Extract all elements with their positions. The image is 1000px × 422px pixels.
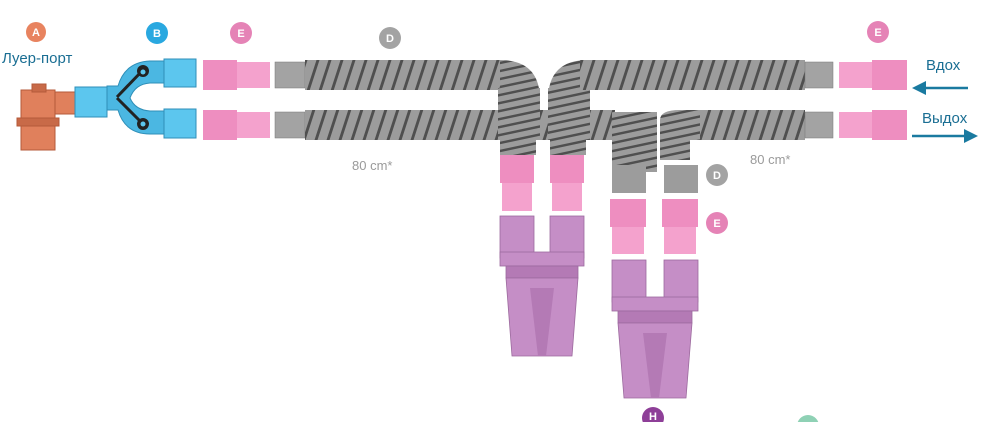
connectors-trap-right — [610, 199, 698, 254]
length-label-left: 80 cm* — [352, 158, 392, 173]
badge-d-mid: D — [706, 164, 728, 186]
svg-text:E: E — [874, 27, 881, 39]
length-label-right: 80 cm* — [750, 152, 790, 167]
tube-drop-left-pair — [500, 140, 586, 155]
tube-bottom-right — [612, 110, 834, 193]
water-trap-right — [611, 259, 699, 399]
inhale-label: Вдох — [926, 57, 961, 74]
tube-top-right — [548, 60, 834, 100]
connectors-trap-left — [500, 155, 584, 211]
connector-left-top — [203, 60, 270, 90]
water-trap-left — [499, 215, 585, 357]
inhale-arrow — [912, 81, 968, 95]
badge-d-top: D — [379, 27, 401, 49]
svg-text:E: E — [713, 218, 720, 230]
badge-e-right: E — [867, 21, 889, 43]
exhale-arrow — [912, 129, 978, 143]
svg-text:B: B — [153, 28, 161, 40]
exhale-label: Выдох — [922, 110, 968, 127]
badge-a: A — [26, 22, 46, 42]
connector-left-bottom — [203, 110, 270, 140]
y-piece — [74, 58, 197, 139]
svg-text:A: A — [32, 27, 40, 39]
connector-right-bottom — [839, 110, 907, 140]
connector-right-top — [839, 60, 907, 90]
badge-h: H — [642, 407, 664, 422]
badge-b: B — [146, 22, 168, 44]
svg-text:E: E — [237, 28, 244, 40]
svg-text:D: D — [386, 33, 394, 45]
svg-text:D: D — [713, 170, 721, 182]
badge-e-left: E — [230, 22, 252, 44]
luer-port — [16, 83, 76, 151]
badge-extra — [797, 415, 819, 422]
svg-text:H: H — [649, 411, 657, 422]
luer-port-label: Луер-порт — [2, 50, 73, 67]
badge-e-mid: E — [706, 212, 728, 234]
